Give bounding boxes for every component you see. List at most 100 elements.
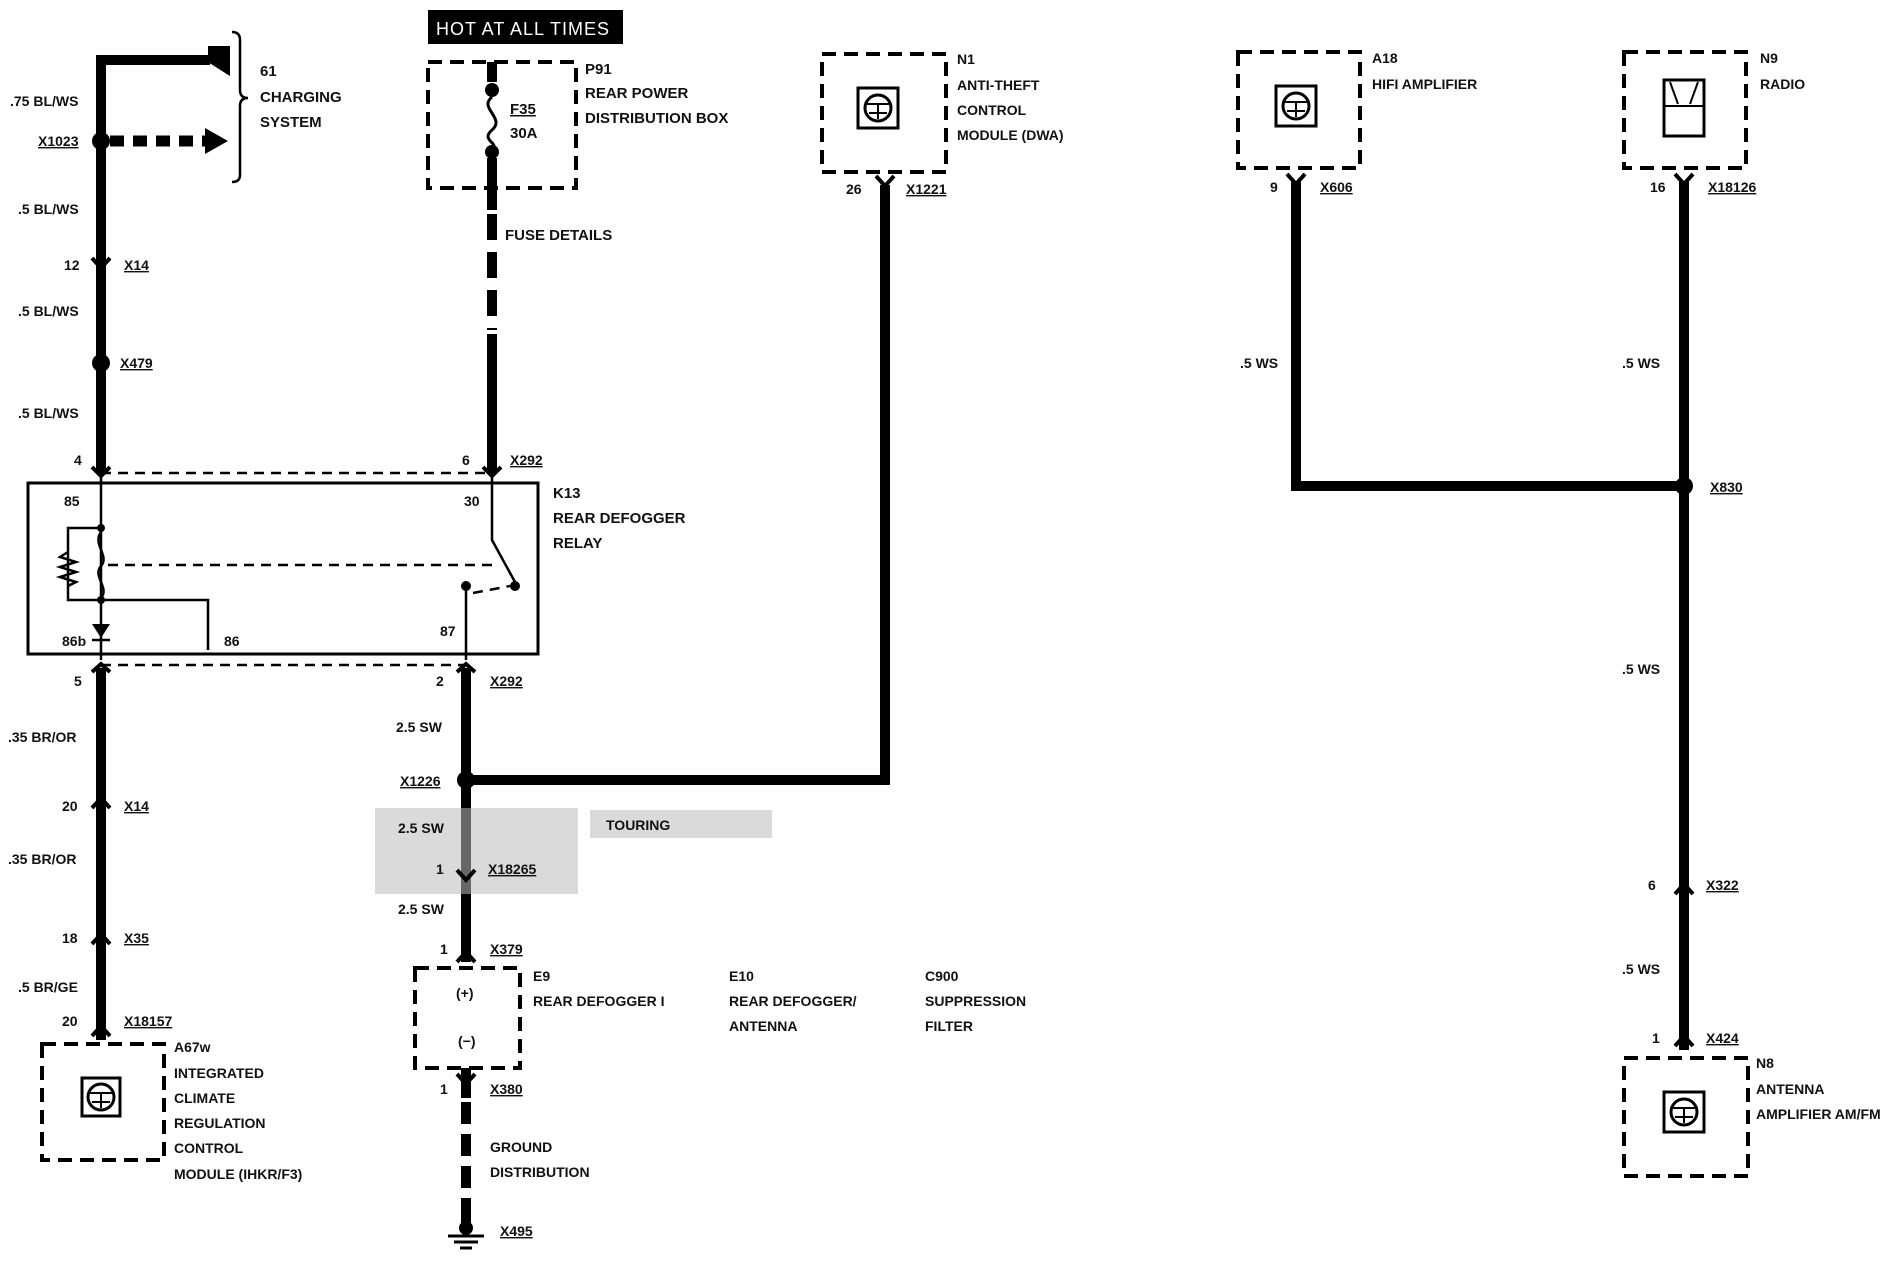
c900-line2: FILTER: [925, 1018, 973, 1034]
wire-label: 2.5 SW: [398, 820, 445, 836]
k13-line1: REAR DEFOGGER: [553, 510, 686, 527]
terminal-87: 87: [440, 623, 456, 639]
touring-shade: [590, 810, 772, 838]
pin-label: 1: [1652, 1030, 1660, 1046]
wire-label: .35 BR/OR: [8, 729, 76, 745]
pin-label: 1: [436, 861, 444, 877]
n1-line2: CONTROL: [957, 102, 1027, 118]
pin-label: 1: [440, 1081, 448, 1097]
n8-line2: AMPLIFIER AM/FM: [1756, 1106, 1881, 1122]
connector-x479: X479: [120, 355, 153, 371]
fuse-amps: 30A: [510, 125, 538, 142]
connector-x18265: X18265: [488, 861, 536, 877]
pin-label: 16: [1650, 179, 1666, 195]
n1-line3: MODULE (DWA): [957, 127, 1064, 143]
e10-line2: ANTENNA: [729, 1018, 797, 1034]
e9-id: E9: [533, 968, 550, 984]
fuse-f35: F35: [510, 101, 536, 118]
e9-rear-defogger: (+) (−) E9 REAR DEFOGGER I: [413, 966, 664, 1070]
k13-line2: RELAY: [553, 535, 602, 552]
n1-id: N1: [957, 51, 975, 67]
terminal-85: 85: [64, 493, 80, 509]
p91-distribution-box: P91 REAR POWER DISTRIBUTION BOX F35 30A: [426, 60, 728, 190]
connector-x424: X424: [1706, 1030, 1739, 1046]
wire-label: .5 BL/WS: [18, 303, 79, 319]
charging-system: 61 CHARGING SYSTEM: [96, 30, 342, 184]
pin-label: 1: [440, 941, 448, 957]
wire-label: .5 BR/GE: [18, 979, 78, 995]
connector-x14: X14: [124, 257, 149, 273]
a67w-line4: CONTROL: [174, 1140, 244, 1156]
a18-line1: HIFI AMPLIFIER: [1372, 76, 1477, 92]
touring-shade: [375, 808, 578, 894]
module-icon: [86, 1082, 116, 1112]
connector-x292: X292: [490, 673, 523, 689]
n9-line1: RADIO: [1760, 76, 1805, 92]
connector-x380: X380: [490, 1081, 523, 1097]
n9-radio: N9 RADIO 16 X18126: [1622, 50, 1805, 195]
module-icon: [1669, 1097, 1699, 1127]
pin-label: 4: [74, 452, 82, 468]
pin-label: 18: [62, 930, 78, 946]
connector-x606: X606: [1320, 179, 1353, 195]
splice-x830: [1675, 477, 1693, 495]
c900-id: C900: [925, 968, 959, 984]
n1-anti-theft-module: N1 ANTI-THEFT CONTROL MODULE (DWA) 26 X1…: [820, 51, 1064, 197]
module-icon: [863, 93, 893, 123]
pin-label: 6: [1648, 877, 1656, 893]
e9-minus: (−): [458, 1033, 476, 1049]
terminal-86b: 86b: [62, 633, 86, 649]
charging-line2: SYSTEM: [260, 114, 322, 131]
module-icon: [1281, 91, 1311, 121]
pin-label: 6: [462, 452, 470, 468]
a67w-line3: REGULATION: [174, 1115, 266, 1131]
c900-suppression-filter: C900 SUPPRESSION FILTER: [925, 968, 1026, 1034]
e10-defogger-antenna: E10 REAR DEFOGGER/ ANTENNA: [729, 968, 857, 1034]
x292-bottom-connector: 5 2 X292: [74, 661, 523, 689]
ground-line2: DISTRIBUTION: [490, 1164, 590, 1180]
terminal-30: 30: [464, 493, 480, 509]
wire-label: .75 BL/WS: [10, 93, 78, 109]
wire-label: .5 BL/WS: [18, 405, 79, 421]
a67w-climate-module: A67w INTEGRATED CLIMATE REGULATION CONTR…: [40, 1039, 302, 1182]
wire-label: .5 WS: [1622, 661, 1660, 677]
wire-label: .5 WS: [1622, 355, 1660, 371]
a67w-line2: CLIMATE: [174, 1090, 235, 1106]
fuse-details-wire: FUSE DETAILS 6 X292: [462, 188, 612, 479]
center-wire: 2.5 SW X1226 2.5 SW 1 X18265 TOURING 2.5…: [375, 185, 890, 964]
connector-x322: X322: [1706, 877, 1739, 893]
splice-x479: [92, 354, 110, 372]
a18-hifi-amplifier: A18 HIFI AMPLIFIER 9 X606: [1236, 50, 1477, 195]
left-wire: .75 BL/WS X1023 .5 BL/WS 12 X14 .5 BL/WS…: [10, 60, 153, 479]
p91-line2: DISTRIBUTION BOX: [585, 110, 728, 127]
fuse-details-label: FUSE DETAILS: [505, 227, 612, 244]
a67w-line5: MODULE (IHKR/F3): [174, 1166, 302, 1182]
pin-label: 9: [1270, 179, 1278, 195]
hot-banner-text: HOT AT ALL TIMES: [436, 19, 610, 39]
connector-x35: X35: [124, 930, 149, 946]
pin-label: 2: [436, 673, 444, 689]
n8-line1: ANTENNA: [1756, 1081, 1824, 1097]
connector-x18126: X18126: [1708, 179, 1756, 195]
wire-label: .5 WS: [1622, 961, 1660, 977]
pin-label: 20: [62, 1013, 78, 1029]
ground-distribution: 1 X380 GROUND DISTRIBUTION X495: [440, 1068, 590, 1250]
e10-line1: REAR DEFOGGER/: [729, 993, 857, 1009]
connector-x1023: X1023: [38, 133, 79, 149]
k13-relay: 85 30 86b 86 87 K13 REAR DEFOGGER RELAY: [26, 471, 686, 660]
pin-label: 5: [74, 673, 82, 689]
a67w-id: A67w: [174, 1039, 211, 1055]
terminal-86: 86: [224, 633, 240, 649]
n8-id: N8: [1756, 1055, 1774, 1071]
pin-label: 20: [62, 798, 78, 814]
connector-x18157: X18157: [124, 1013, 172, 1029]
ground-icon: [459, 1221, 473, 1235]
charging-number: 61: [260, 63, 277, 80]
connector-x14: X14: [124, 798, 149, 814]
touring-label: TOURING: [606, 817, 670, 833]
connector-x1221: X1221: [906, 181, 947, 197]
wire-label: .35 BR/OR: [8, 851, 76, 867]
connector-x830: X830: [1710, 479, 1743, 495]
connector-x1226: X1226: [400, 773, 441, 789]
